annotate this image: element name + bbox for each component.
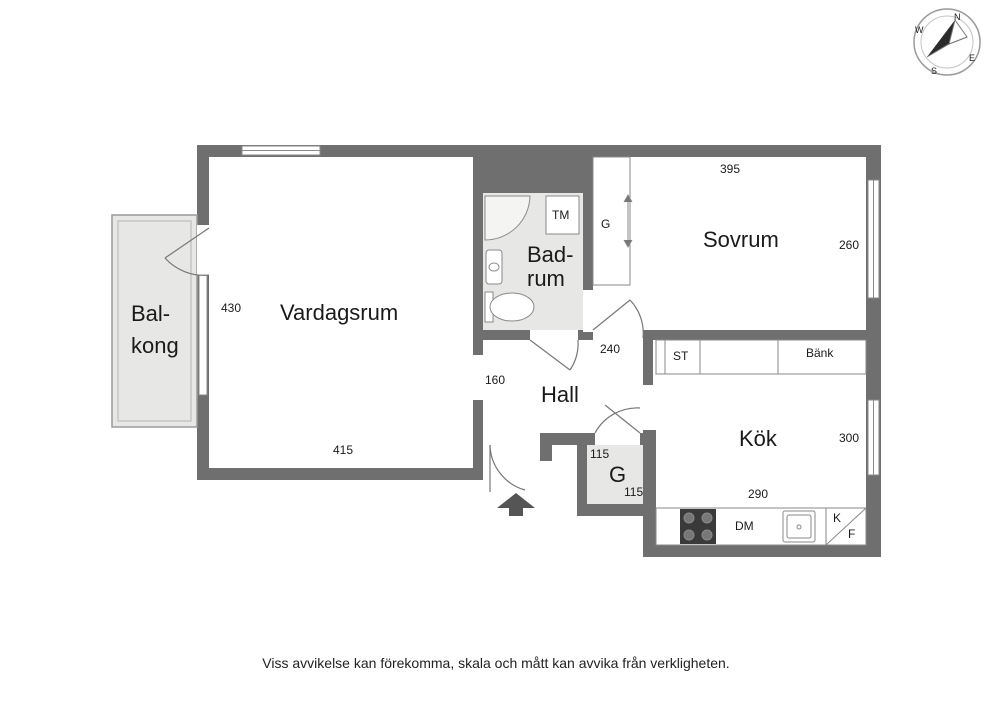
sovrum-width-dim: 395 (720, 162, 741, 176)
disclaimer-text: Viss avvikelse kan förekomma, skala och … (262, 655, 730, 671)
dm-label: DM (735, 519, 754, 533)
balkong-label-2: kong (131, 333, 179, 358)
bank-label: Bänk (806, 346, 834, 360)
vardagsrum-floor (209, 157, 473, 468)
windows (198, 145, 880, 476)
hall-depth-dim: 240 (600, 342, 621, 356)
bathroom-fixtures (484, 195, 580, 323)
badrum-label-1: Bad- (527, 242, 574, 267)
compass-s: S (931, 66, 938, 76)
sovrum-label: Sovrum (703, 227, 779, 252)
shower (484, 195, 531, 241)
compass-e: E (969, 53, 976, 63)
kitchen-fixtures (655, 339, 867, 546)
vardagsrum-label: Vardagsrum (280, 300, 399, 325)
hall-label: Hall (541, 382, 579, 407)
st-label: ST (673, 349, 689, 363)
wardrobe-label: G (601, 217, 611, 231)
kok-height-dim: 300 (839, 431, 860, 445)
kok-width-dim: 290 (748, 487, 769, 501)
entrance-arrow-icon (497, 493, 535, 516)
balkong-label-1: Bal- (131, 301, 171, 326)
compass-icon (913, 8, 981, 76)
doors (164, 225, 644, 492)
toilet-bowl (489, 292, 535, 322)
vardagsrum-width-dim: 415 (333, 443, 354, 457)
washing-machine (545, 195, 580, 235)
garderob-label: G (609, 462, 627, 487)
garderob-depth-dim: 115 (624, 485, 644, 499)
garderob-width-dim: 115 (590, 447, 610, 461)
walls (197, 145, 881, 557)
tm-label: TM (552, 208, 570, 222)
k-label: K (833, 511, 842, 525)
badrum-label-2: rum (527, 266, 565, 291)
garderob-floor (587, 445, 643, 504)
hall-width-dim: 160 (485, 373, 506, 387)
compass-n: N (954, 12, 961, 22)
sovrum-height-dim: 260 (839, 238, 860, 252)
compass-w: W (915, 25, 924, 35)
kok-label: Kök (739, 426, 777, 451)
sovrum-floor (593, 157, 866, 330)
vardagsrum-height-dim: 430 (221, 301, 242, 315)
f-label: F (848, 527, 856, 541)
balkong (111, 214, 198, 428)
wardrobe (592, 156, 633, 286)
hall-floor (483, 340, 643, 433)
